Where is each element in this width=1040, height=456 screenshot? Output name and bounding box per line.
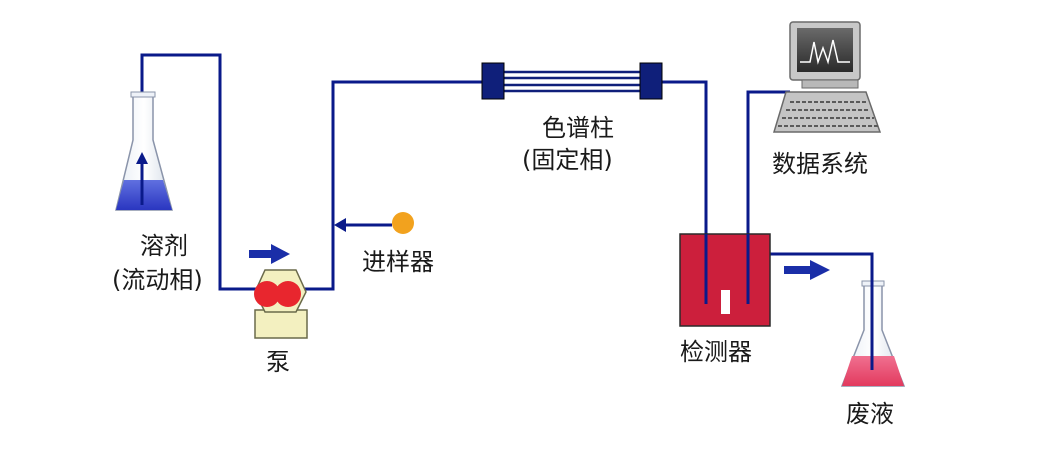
flow-arrow-icon [784,260,830,280]
label-solvent: 溶剂 [140,232,188,260]
waste-flask-icon [840,254,906,387]
label-mobile-phase: (流动相) [112,266,203,294]
label-column: 色谱柱 [542,114,614,142]
injector-icon [334,212,414,234]
tube-pump-to-column [302,80,482,291]
flow-arrow-icon [249,244,290,264]
label-injector: 进样器 [362,248,434,276]
detector-icon [679,233,771,327]
tube-detector-to-data [746,90,790,300]
label-stationary-phase: (固定相) [522,146,613,174]
label-data-system: 数据系统 [772,150,868,178]
solvent-flask-icon [115,91,173,211]
pump-icon [254,269,308,339]
label-waste: 废液 [846,400,894,428]
label-detector: 检测器 [680,338,752,366]
computer-icon [772,21,882,133]
tube-column-to-detector [662,80,708,300]
label-pump: 泵 [266,348,290,376]
column-icon [481,62,663,100]
